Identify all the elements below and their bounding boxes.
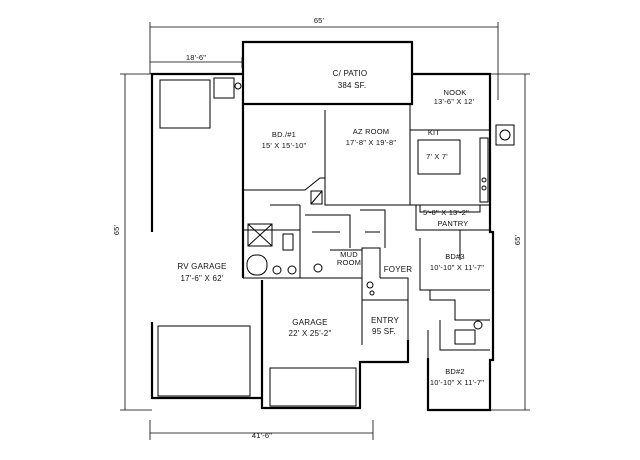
- garage-name: GARAGE: [292, 318, 327, 327]
- dim-top-left: 18'-6": [186, 53, 206, 62]
- rv-garage-size: 17'-6" X 62': [181, 274, 224, 283]
- garage-doors: [157, 79, 357, 407]
- bd1-size: 15' X 15'-10": [262, 141, 307, 150]
- kit-name: KIT: [428, 128, 440, 137]
- dim-left-side: 65': [112, 224, 121, 235]
- rv-garage-name: RV GARAGE: [177, 262, 226, 271]
- dimension-lines: [120, 22, 530, 440]
- dim-top-overall: 65': [314, 16, 325, 25]
- az-room-name: AZ ROOM: [353, 127, 389, 136]
- dim-bottom: 41'-6": [252, 431, 272, 440]
- interior-walls: [243, 104, 490, 358]
- nook-name: NOOK: [444, 88, 467, 97]
- bd1-name: BD./#1: [272, 130, 296, 139]
- bd3-size: 10'-10" X 11'-7": [430, 263, 484, 272]
- patio-size: 384 SF.: [338, 81, 367, 90]
- foyer-name: FOYER: [384, 265, 413, 274]
- exterior-walls: [150, 40, 495, 412]
- nook-size: 13'-6" X 12': [434, 97, 475, 106]
- room-labels: C/ PATIO 384 SF. NOOK 13'-6" X 12' BD./#…: [177, 69, 484, 387]
- pantry-size: 5'-8" X 13'-2": [423, 208, 469, 217]
- entry-name: ENTRY: [371, 316, 399, 325]
- island-size: 7' X 7': [426, 152, 448, 161]
- bd3-name: BD#3: [445, 252, 465, 261]
- entry-size: 95 SF.: [372, 327, 396, 336]
- patio-name: C/ PATIO: [333, 69, 368, 78]
- mud-room-name-2: ROOM: [337, 258, 361, 267]
- bd2-size: 10'-10" X 11'-7": [430, 378, 484, 387]
- fixtures: [213, 77, 515, 345]
- bd2-name: BD#2: [445, 367, 465, 376]
- az-room-size: 17'-8" X 19'-8": [346, 138, 397, 147]
- dimension-labels: 65' 18'-6" 65' 65' 41'-6": [112, 16, 522, 440]
- mud-room-name: MUD: [340, 250, 358, 259]
- dim-right-side: 65': [513, 234, 522, 245]
- garage-size: 22' X 25'-2": [289, 329, 332, 338]
- pantry-name: PANTRY: [438, 219, 469, 228]
